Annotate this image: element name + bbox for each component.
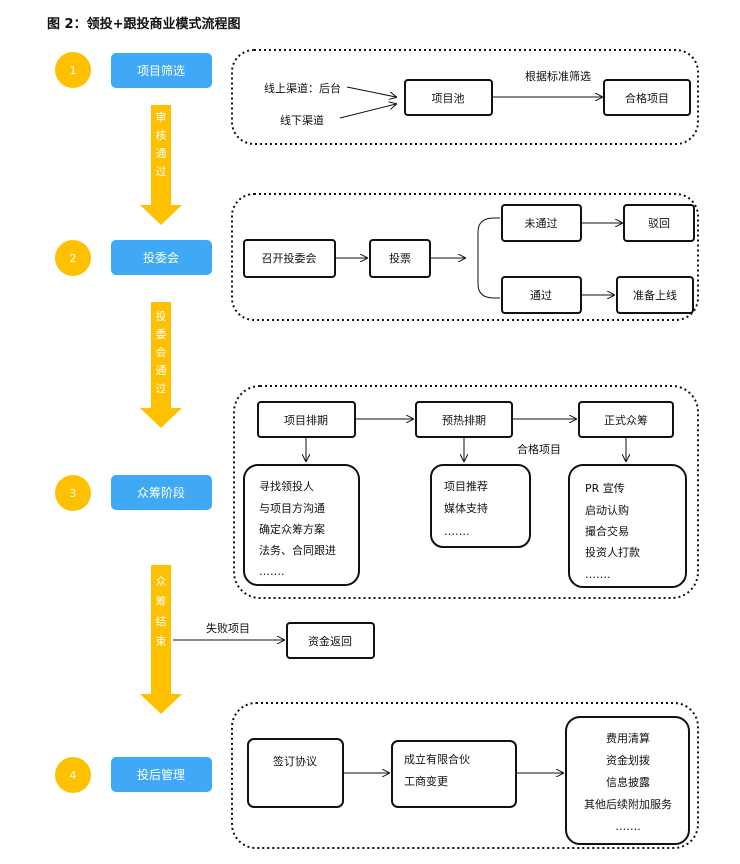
list-item: 资金划拨 bbox=[606, 753, 650, 767]
step-number: 1 bbox=[70, 64, 77, 77]
vote-box: 投票 bbox=[369, 239, 431, 278]
formal-crowdfunding-box: 正式众筹 bbox=[578, 401, 674, 438]
step-number: 2 bbox=[70, 252, 77, 265]
qualified-project-box: 合格项目 bbox=[603, 79, 691, 116]
failed-project-label: 失败项目 bbox=[206, 621, 250, 635]
list-item: 信息披露 bbox=[606, 775, 650, 789]
step-circle-2: 2 bbox=[55, 240, 91, 276]
list-item: ……. bbox=[444, 525, 470, 538]
fund-return-box: 资金返回 bbox=[286, 622, 375, 659]
step-number: 3 bbox=[70, 487, 77, 500]
preheat-schedule-box: 预热排期 bbox=[415, 401, 513, 438]
list-item: 项目推荐 bbox=[444, 479, 488, 493]
arrow-char: 束 bbox=[156, 635, 167, 648]
list-item: ……. bbox=[259, 565, 285, 578]
list-item: 确定众筹方案 bbox=[259, 522, 325, 536]
rejected-box: 驳回 bbox=[623, 204, 695, 242]
arrow-char: 通 bbox=[156, 147, 167, 160]
box-label: 资金返回 bbox=[308, 634, 352, 648]
box-label: 签订协议 bbox=[273, 754, 317, 768]
partnership-setup-box: 成立有限合伙 工商变更 bbox=[391, 740, 517, 808]
arrow-char: 结 bbox=[156, 615, 167, 628]
project-pool-box: 项目池 bbox=[404, 79, 493, 116]
box-label: 未通过 bbox=[525, 217, 558, 230]
crowdfunding-task-list: PR 宣传 启动认购 撮合交易 投资人打款 ……. bbox=[568, 464, 687, 588]
box-label: 召开投委会 bbox=[262, 251, 317, 265]
list-item: ……. bbox=[615, 820, 641, 833]
arrow-char: 投 bbox=[156, 309, 167, 323]
stage-label: 项目筛选 bbox=[137, 63, 185, 78]
arrow-char: 筹 bbox=[156, 594, 167, 608]
convene-committee-box: 召开投委会 bbox=[243, 239, 336, 278]
list-item: PR 宣传 bbox=[585, 481, 625, 495]
arrow-char: 众 bbox=[156, 575, 167, 588]
list-item: 媒体支持 bbox=[444, 501, 488, 515]
stage-box-screening: 项目筛选 bbox=[111, 53, 212, 88]
post-services-list: 费用清算 资金划拨 信息披露 其他后续附加服务 ……. bbox=[565, 716, 690, 845]
stage-label: 投后管理 bbox=[137, 767, 185, 782]
not-passed-box: 未通过 bbox=[501, 204, 582, 242]
filter-label: 根据标准筛选 bbox=[525, 69, 591, 83]
qualified-label: 合格项目 bbox=[517, 442, 561, 456]
step-circle-3: 3 bbox=[55, 475, 91, 511]
transition-arrow-crowdfunding-ended: 众 筹 结 束 bbox=[140, 565, 182, 714]
schedule-task-list: 寻找领投人 与项目方沟通 确定众筹方案 法务、合同跟进 ……. bbox=[243, 464, 360, 586]
list-item: ……. bbox=[585, 568, 611, 581]
step-circle-1: 1 bbox=[55, 52, 91, 88]
box-label: 驳回 bbox=[648, 217, 670, 230]
stage-box-post-investment: 投后管理 bbox=[111, 757, 212, 792]
stage-box-crowdfunding: 众筹阶段 bbox=[111, 475, 212, 510]
step-circle-4: 4 bbox=[55, 757, 91, 793]
stage-label: 投委会 bbox=[143, 250, 179, 265]
box-label: 通过 bbox=[530, 289, 552, 302]
box-label: 成立有限合伙 bbox=[404, 752, 470, 766]
step-number: 4 bbox=[70, 769, 77, 782]
stage-label: 众筹阶段 bbox=[137, 485, 185, 500]
list-item: 与项目方沟通 bbox=[259, 501, 325, 515]
channel-offline: 线下渠道 bbox=[280, 113, 324, 127]
list-item: 费用清算 bbox=[606, 731, 650, 745]
arrow-char: 委 bbox=[156, 328, 167, 341]
list-item: 投资人打款 bbox=[585, 545, 640, 559]
arrow-char: 审 bbox=[156, 110, 167, 124]
box-label: 项目池 bbox=[432, 92, 465, 105]
page-title: 图 2：领投+跟投商业模式流程图 bbox=[47, 16, 240, 32]
passed-box: 通过 bbox=[501, 276, 582, 314]
arrow-char: 过 bbox=[156, 165, 167, 178]
list-item: 法务、合同跟进 bbox=[259, 543, 336, 557]
box-label: 工商变更 bbox=[404, 774, 448, 788]
arrow-char: 过 bbox=[156, 382, 167, 395]
arrow-char: 通 bbox=[156, 364, 167, 377]
transition-arrow-approved: 审 核 通 过 bbox=[140, 105, 182, 225]
project-schedule-box: 项目排期 bbox=[257, 401, 356, 438]
transition-arrow-committee-approved: 投 委 会 通 过 bbox=[140, 302, 182, 428]
box-label: 项目排期 bbox=[284, 413, 328, 427]
stage-box-committee: 投委会 bbox=[111, 240, 212, 275]
prepare-launch-box: 准备上线 bbox=[616, 276, 694, 314]
stage3-container bbox=[233, 385, 699, 599]
arrow-char: 会 bbox=[156, 346, 167, 359]
preheat-task-list: 项目推荐 媒体支持 ……. bbox=[430, 464, 531, 548]
box-label: 准备上线 bbox=[633, 288, 677, 302]
list-item: 启动认购 bbox=[585, 503, 629, 517]
box-label: 正式众筹 bbox=[604, 413, 648, 427]
box-label: 投票 bbox=[389, 251, 411, 265]
box-label: 预热排期 bbox=[442, 413, 486, 427]
channel-online-backend: 线上渠道：后台 bbox=[264, 81, 341, 95]
list-item: 寻找领投人 bbox=[259, 479, 314, 493]
stage1-container bbox=[231, 49, 699, 145]
list-item: 其他后续附加服务 bbox=[584, 797, 672, 811]
list-item: 撮合交易 bbox=[585, 524, 629, 538]
stage2-container bbox=[231, 193, 699, 321]
box-label: 合格项目 bbox=[625, 91, 669, 105]
sign-agreement-box: 签订协议 bbox=[247, 738, 344, 808]
arrow-char: 核 bbox=[156, 128, 167, 142]
